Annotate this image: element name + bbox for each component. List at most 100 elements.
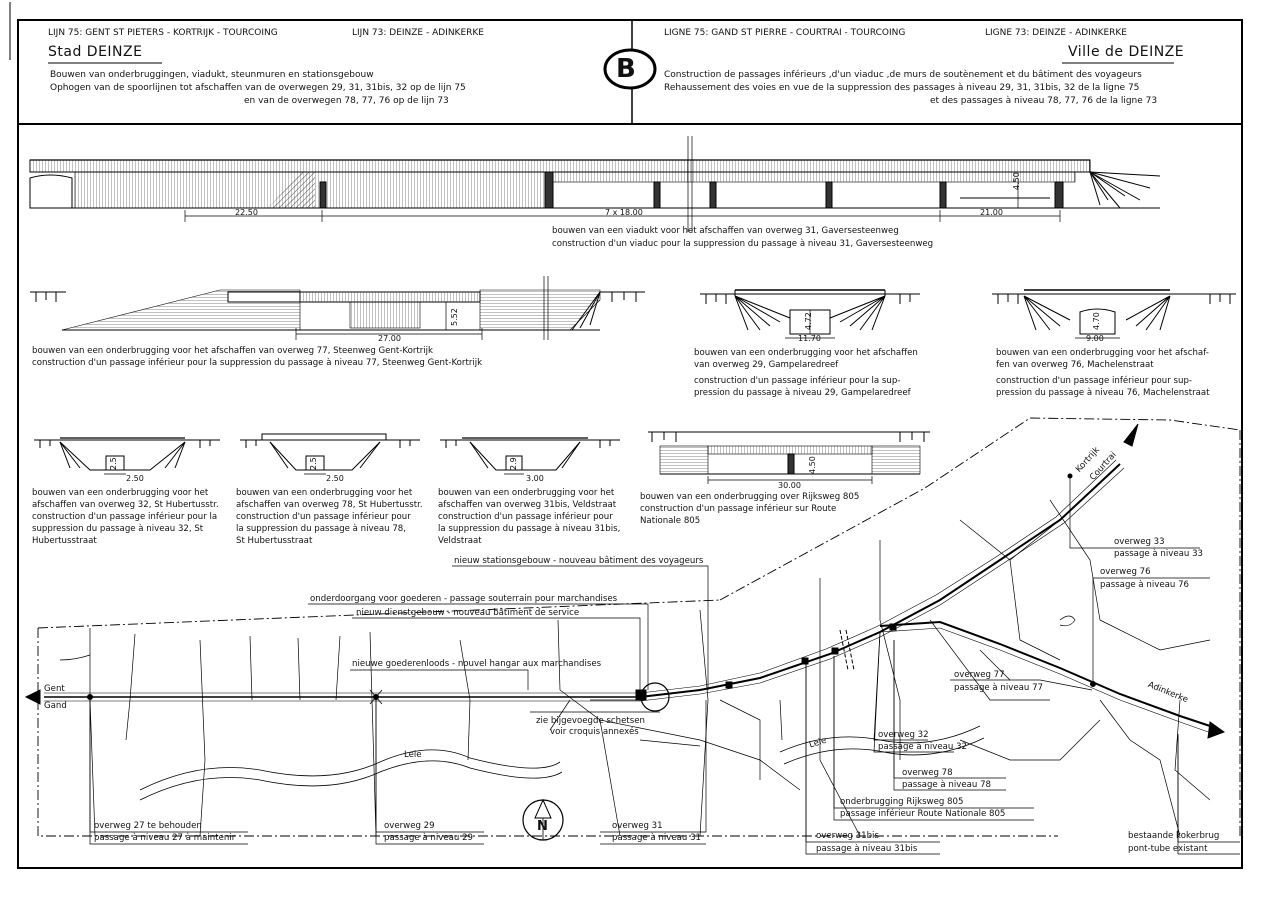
map-gent-nl: Gent <box>44 684 65 694</box>
bridge76-dim-height: 4.70 <box>1092 312 1101 330</box>
bridge77-dim-height: 5.52 <box>450 308 459 326</box>
viaduct-dim-left: 22.50 <box>235 208 258 217</box>
bridge31bis-dim-span: 3.00 <box>526 474 544 483</box>
sncb-logo <box>603 48 657 90</box>
bridge32-dim-height: 2.5 <box>109 457 118 470</box>
label-service-building: nieuw dienstgebouw - nouveau bâtiment de… <box>356 608 580 618</box>
bridge29-caption-fr-2: pression du passage à niveau 29, Gampela… <box>694 388 911 398</box>
bridge78-dim-height: 2.5 <box>309 457 318 470</box>
label-ow31bis-nl: overweg 31bis <box>816 831 879 841</box>
header-fr-city: Ville de DEINZE <box>1068 44 1185 60</box>
sheet-border <box>17 19 1243 869</box>
bridge78-line-2: afschaffen van overweg 78, St Hubertusst… <box>236 500 423 510</box>
label-kokerbrug-nl: bestaande kokerbrug <box>1128 831 1220 841</box>
label-ow29-fr: passage à niveau 29 <box>384 833 474 843</box>
sncb-logo-letter: B <box>616 54 636 84</box>
bridge76-caption-fr-1: construction d'un passage inférieur pour… <box>996 376 1193 386</box>
bridge805-line-2: construction d'un passage inférieur sur … <box>640 504 837 514</box>
bridge31bis-line-1: bouwen van een onderbrugging voor het <box>438 488 615 498</box>
bridge-78-elevation <box>240 433 420 475</box>
label-ow77-nl: overweg 77 <box>954 670 1005 680</box>
bridge32-line-2: afschaffen van overweg 32, St Hubertusst… <box>32 500 219 510</box>
bridge77-caption-nl: bouwen van een onderbrugging voor het af… <box>32 346 434 356</box>
bridge76-caption-fr-2: pression du passage à niveau 76, Machele… <box>996 388 1210 398</box>
label-ow33-fr: passage à niveau 33 <box>1114 549 1204 559</box>
label-ow32-fr: passage à niveau 32 <box>878 742 968 752</box>
bridge77-dim-span: 27.00 <box>378 334 401 343</box>
label-ow76-fr: passage à niveau 76 <box>1100 580 1190 590</box>
viaduct-caption-nl: bouwen van een viadukt voor het afschaff… <box>552 226 899 236</box>
bridge77-caption-fr: construction d'un passage inférieur pour… <box>32 358 483 368</box>
label-leaders <box>89 476 1240 855</box>
bridge76-dim-span: 9.00 <box>1086 334 1104 343</box>
bridge32-dim-span: 2.50 <box>126 474 144 483</box>
bridge32-line-5: Hubertusstraat <box>32 536 97 546</box>
bridge29-caption-nl-2: van overweg 29, Gampelaredreef <box>694 360 839 370</box>
label-ow76-nl: overweg 76 <box>1100 567 1151 577</box>
bridge29-dim-height: 4.72 <box>804 312 813 330</box>
label-sketch-fr: voir croquis annexés <box>550 727 639 737</box>
label-ow27-fr: passage à niveau 27 à maintenir <box>94 833 236 843</box>
label-goods-hangar: nieuwe goederenloods - nouvel hangar aux… <box>352 659 602 669</box>
viaduct-dim-height: 4.50 <box>1012 172 1021 190</box>
label-ow27-nl: overweg 27 te behouden <box>94 821 202 831</box>
bridge32-line-1: bouwen van een onderbrugging voor het <box>32 488 209 498</box>
label-ob805-fr: passage inférieur Route Nationale 805 <box>840 809 1006 819</box>
bridge-31bis-elevation <box>440 437 620 475</box>
header-fr-line-73: LIGNE 73: DEINZE - ADINKERKE <box>985 28 1127 38</box>
bridge76-caption-nl-2: fen van overweg 76, Machelenstraat <box>996 360 1154 370</box>
bridge31bis-line-2: afschaffen van overweg 31bis, Veldstraat <box>438 500 617 510</box>
header-nl-desc-2: Ophogen van de spoorlijnen tot afschaffe… <box>50 83 466 93</box>
label-ow31-fr: passage à niveau 31 <box>612 833 702 843</box>
header-fr-desc-1: Construction de passages inférieurs ,d'u… <box>664 70 1142 80</box>
bridge805-line-1: bouwen van een onderbrugging over Rijksw… <box>640 492 860 502</box>
bridge32-line-4: suppression du passage à niveau 32, St <box>32 524 204 534</box>
bridge31bis-line-3: construction d'un passage inférieur pour <box>438 512 613 522</box>
bridge805-line-3: Nationale 805 <box>640 516 701 526</box>
label-ow78-nl: overweg 78 <box>902 768 953 778</box>
bridge31bis-line-5: Veldstraat <box>438 536 482 546</box>
map-river-leie-1: Leie <box>404 750 422 760</box>
bridge78-line-5: St Hubertusstraat <box>236 536 313 546</box>
bridge-805-elevation <box>648 431 930 484</box>
bridge78-dim-span: 2.50 <box>326 474 344 483</box>
label-ow31-nl: overweg 31 <box>612 821 663 831</box>
label-ow77-fr: passage à niveau 77 <box>954 683 1044 693</box>
label-kokerbrug-fr: pont-tube existant <box>1128 844 1208 854</box>
label-ow33-nl: overweg 33 <box>1114 537 1165 547</box>
bridge31bis-line-4: la suppression du passage à niveau 31bis… <box>438 524 621 534</box>
header-nl-line-73: LIJN 73: DEINZE - ADINKERKE <box>352 28 484 38</box>
bridge-32-elevation <box>34 437 220 475</box>
label-ow78-fr: passage à niveau 78 <box>902 780 992 790</box>
bridge-76-elevation <box>992 289 1236 339</box>
header-nl-desc-3: en van de overwegen 78, 77, 76 op de lij… <box>244 96 449 106</box>
bridge76-caption-nl-1: bouwen van een onderbrugging voor het af… <box>996 348 1209 358</box>
label-new-station: nieuw stationsgebouw - nouveau bâtiment … <box>454 556 704 566</box>
header-nl-city: Stad DEINZE <box>48 44 143 60</box>
bridge29-caption-fr-1: construction d'un passage inférieur pour… <box>694 376 901 386</box>
label-goods-underpass: onderdoorgang voor goederen - passage so… <box>310 594 618 604</box>
header-nl-desc-1: Bouwen van onderbruggingen, viadukt, ste… <box>50 70 374 80</box>
bridge805-dim-span: 30.00 <box>778 481 801 490</box>
site-map <box>24 417 1241 841</box>
label-ow32-nl: overweg 32 <box>878 730 929 740</box>
viaduct-elevation <box>29 136 1161 232</box>
map-gent-fr: Gand <box>44 701 67 711</box>
bridge29-dim-span: 11.70 <box>798 334 821 343</box>
header-fr-line-75: LIGNE 75: GAND ST PIERRE - COURTRAI - TO… <box>664 28 906 38</box>
label-ob805-nl: onderbrugging Rijksweg 805 <box>840 797 964 807</box>
bridge29-caption-nl-1: bouwen van een onderbrugging voor het af… <box>694 348 918 358</box>
header-fr-desc-2: Rehaussement des voies en vue de la supp… <box>664 83 1140 93</box>
header-fr-desc-3: et des passages à niveau 78, 77, 76 de l… <box>930 96 1158 106</box>
bridge-77-elevation <box>30 276 645 340</box>
label-ow31bis-fr: passage à niveau 31bis <box>816 844 918 854</box>
bridge78-line-4: la suppression du passage à niveau 78, <box>236 524 406 534</box>
bridge32-line-3: construction d'un passage inférieur pour… <box>32 512 218 522</box>
bridge31bis-dim-height: 2.9 <box>509 457 518 470</box>
header-nl-line-75: LIJN 75: GENT ST PIETERS - KORTRIJK - TO… <box>48 28 278 38</box>
viaduct-dim-mid: 7 x 18.00 <box>605 208 643 217</box>
viaduct-dim-right: 21.00 <box>980 208 1003 217</box>
bridge-29-elevation <box>700 289 920 339</box>
